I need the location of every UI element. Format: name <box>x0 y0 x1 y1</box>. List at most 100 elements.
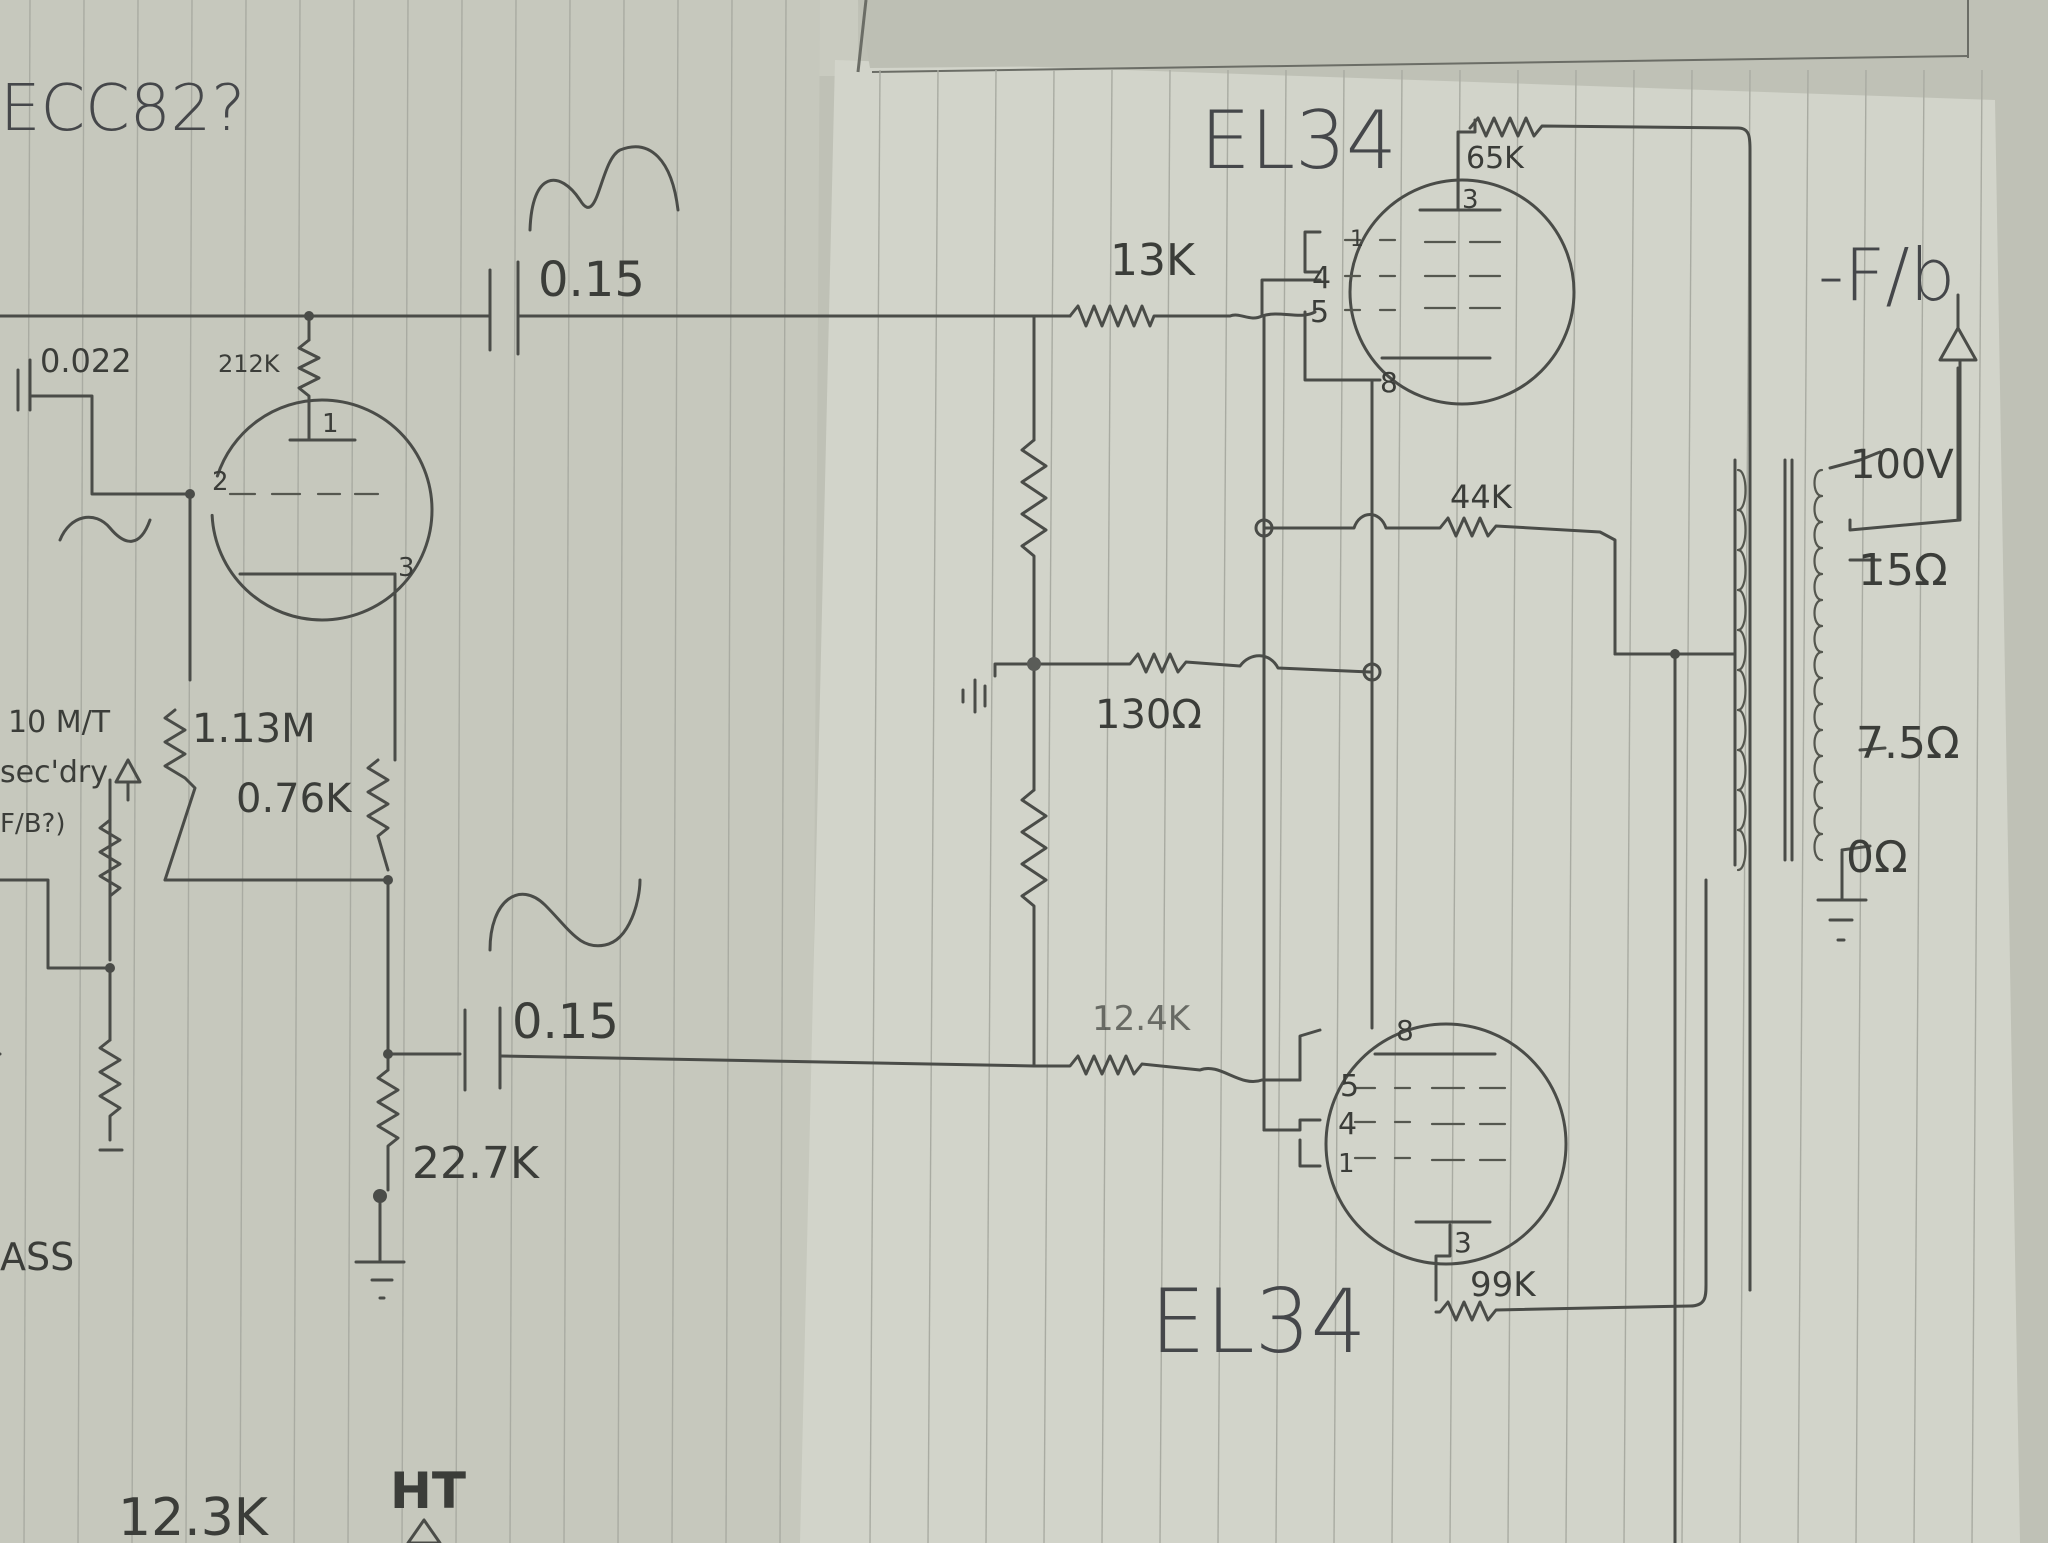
output-transformer <box>1736 468 1824 872</box>
resistor-65k-label: 65K <box>1466 141 1525 176</box>
resistor-212k-label: 212K <box>218 350 281 378</box>
ruled-line <box>1449 69 1461 1543</box>
resistor-113m-label: 1.13M <box>192 706 316 752</box>
ruled-line <box>185 0 193 1543</box>
capacitor-0022 <box>16 358 32 412</box>
ruled-line <box>239 0 247 1543</box>
transformer-coil-turn <box>1736 548 1747 592</box>
ruled-line <box>563 0 571 1543</box>
ruled-line <box>1507 69 1519 1543</box>
transformer-coil-turn <box>1736 468 1747 512</box>
transformer-coil-turn <box>1813 468 1824 498</box>
resistor-076k-label: 0.76K <box>236 776 353 822</box>
tap-15-label: 15Ω <box>1858 545 1948 596</box>
ruled-line <box>455 0 463 1543</box>
ht-arrow-icon <box>406 1518 442 1543</box>
ruled-line <box>1971 69 1983 1543</box>
ruled-line <box>1797 69 1809 1543</box>
ruled-line <box>509 0 517 1543</box>
pin-top-cathode: 8 <box>1380 366 1398 399</box>
transformer-coil-turn <box>1813 494 1824 524</box>
el34-top-label: EL34 <box>1200 94 1397 187</box>
ruled-line <box>1333 69 1345 1543</box>
pass-fragment-label: ASS <box>0 1235 74 1279</box>
transformer-coil-turn <box>1813 702 1824 732</box>
ruled-line <box>293 0 301 1543</box>
el34-bottom-label: EL34 <box>1150 1270 1367 1373</box>
transformer-coil-turn <box>1813 520 1824 550</box>
transformer-coil-turn <box>1736 668 1747 712</box>
pin-ecc-anode: 1 <box>322 409 339 439</box>
input-arrow-icon <box>114 758 142 802</box>
capacitor-bottom <box>463 1006 502 1092</box>
resistor-130-label: 130Ω <box>1095 692 1202 738</box>
ruled-line <box>77 0 85 1543</box>
transformer-coil-turn <box>1736 788 1747 832</box>
resistor-227k-label: 22.7K <box>412 1138 540 1189</box>
pin-bottom-g3: 5 <box>1340 1069 1359 1104</box>
ruled-line <box>671 0 679 1543</box>
ruled-line <box>401 0 409 1543</box>
pin-ecc-cathode: 3 <box>398 553 415 583</box>
ruled-line <box>1565 69 1577 1543</box>
resistor-12-4k-label: 12.4K <box>1092 999 1192 1039</box>
transformer-coil-turn <box>1736 708 1747 752</box>
resistor-123k-label: 12.3K <box>118 1488 270 1543</box>
pin-ecc-grid: 2 <box>212 467 229 497</box>
pin-top-g3: 5 <box>1310 295 1329 330</box>
ecc82-valve <box>210 398 434 622</box>
ruled-line <box>1855 69 1867 1543</box>
ruled-line <box>779 0 787 1543</box>
tap-100v-label: 100V <box>1850 442 1954 488</box>
transformer-coil-turn <box>1736 508 1747 552</box>
capacitor-top-label: 0.15 <box>538 252 645 308</box>
pin-top-g2: 4 <box>1312 261 1331 296</box>
transformer-coil-turn <box>1736 828 1747 872</box>
capacitor-0022-label: 0.022 <box>40 342 132 380</box>
transformer-coil-turn <box>1813 832 1824 862</box>
note-line-2: sec'dry <box>0 755 108 790</box>
ruled-line <box>617 0 625 1543</box>
el34-top-valve <box>1343 178 1576 406</box>
transformer-coil-turn <box>1813 754 1824 784</box>
transformer-coil-turn <box>1813 572 1824 602</box>
feedback-label: -F/b <box>1818 233 1955 317</box>
transformer-coil-turn <box>1813 806 1824 836</box>
pin-bottom-cathode: 8 <box>1396 1014 1414 1047</box>
tap-0-label: 0Ω <box>1846 832 1908 883</box>
transformer-coil-turn <box>1736 748 1747 792</box>
transformer-coil-turn <box>1813 624 1824 654</box>
transformer-coil-turn <box>1813 598 1824 628</box>
ruled-line <box>1623 69 1635 1543</box>
ruled-line <box>725 0 733 1543</box>
pin-bottom-g1: 1 <box>1338 1149 1355 1179</box>
pin-top-g1: 1 <box>1350 227 1364 252</box>
capacitor-top <box>488 260 520 356</box>
ruled-line <box>1391 69 1403 1543</box>
sine-symbol-left <box>58 515 152 543</box>
ruled-line <box>1101 69 1113 1543</box>
transformer-coil-turn <box>1813 780 1824 810</box>
transformer-coil-turn <box>1813 546 1824 576</box>
capacitor-bottom-label: 0.15 <box>512 994 619 1050</box>
resistor-44k-label: 44K <box>1450 478 1513 516</box>
note-line-3: F/B?) <box>0 809 66 839</box>
note-line-1: 10 M/T <box>8 705 111 740</box>
pin-bottom-g2: 4 <box>1338 1107 1357 1142</box>
transformer-coil-turn <box>1813 728 1824 758</box>
transformer-coil-turn <box>1736 628 1747 672</box>
ruled-line <box>1913 69 1925 1543</box>
ecc82-label: ECC82? <box>0 72 245 146</box>
el34-bottom-valve <box>1324 1022 1568 1266</box>
wires <box>0 116 1962 1543</box>
transformer-coil-turn <box>1736 588 1747 632</box>
transformer-coil-turn <box>1813 676 1824 706</box>
feedback-arrow-icon <box>1938 293 1978 362</box>
ruled-line <box>23 0 31 1543</box>
sine-symbol-bottom <box>488 878 642 952</box>
ruled-line <box>1681 69 1693 1543</box>
ht-label: HT <box>390 1462 466 1520</box>
